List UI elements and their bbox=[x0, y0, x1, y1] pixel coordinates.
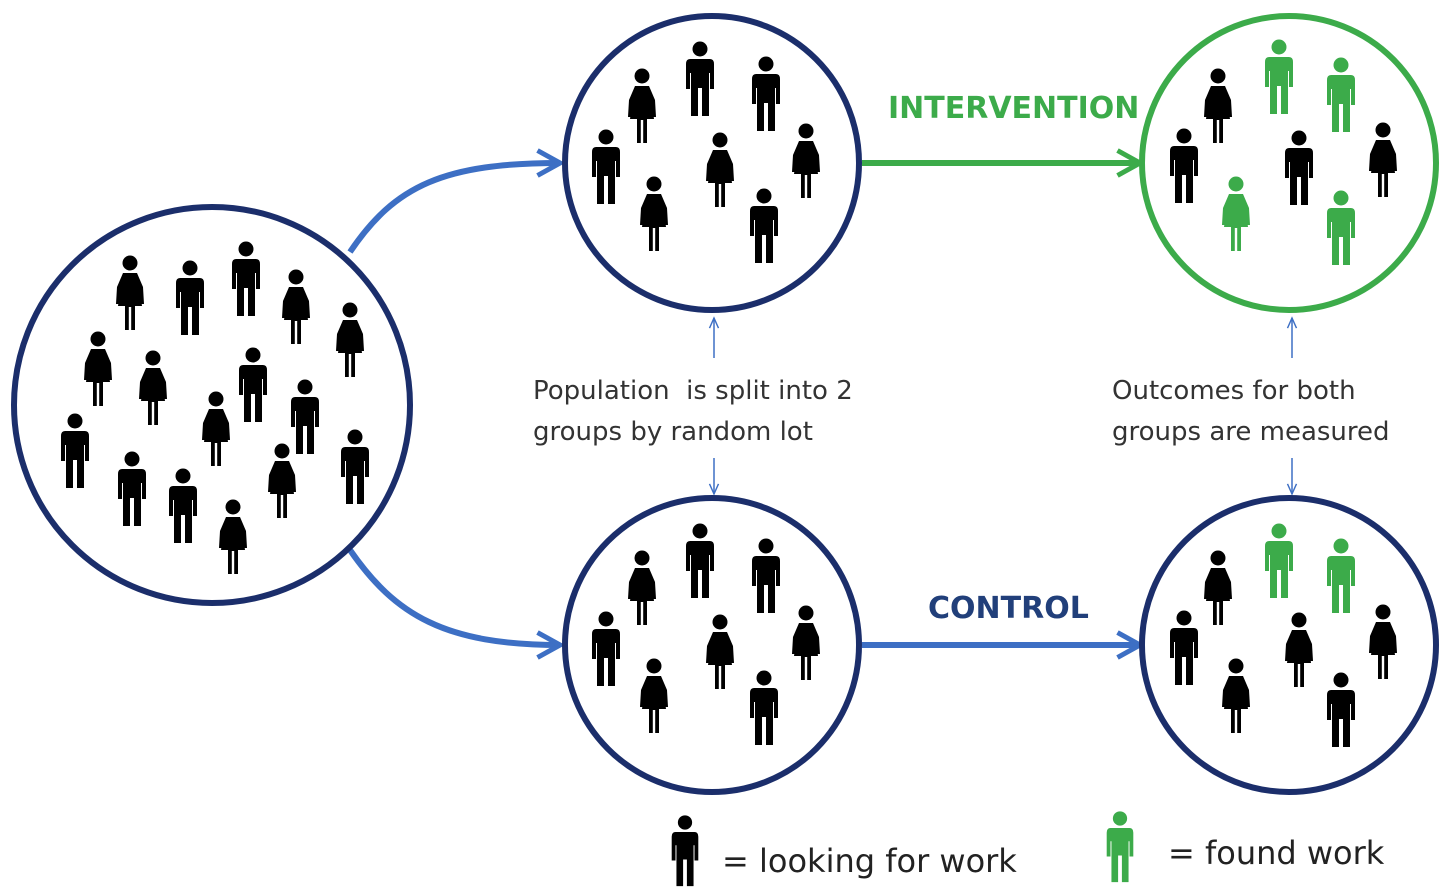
person-looking-icon bbox=[268, 443, 296, 518]
person-looking-icon bbox=[1204, 68, 1232, 143]
person-looking-icon bbox=[1222, 658, 1250, 733]
outcome-note-line-2: groups are measured bbox=[1112, 417, 1390, 447]
person-looking-icon bbox=[1170, 128, 1198, 203]
legend-person-looking bbox=[671, 815, 699, 887]
person-looking-icon bbox=[706, 132, 734, 207]
person-looking-icon bbox=[792, 123, 820, 198]
person-found-icon bbox=[1265, 523, 1293, 598]
person-looking-icon bbox=[219, 499, 247, 574]
person-looking-icon bbox=[116, 255, 144, 330]
split-note-line-2: groups by random lot bbox=[533, 417, 813, 447]
person-looking-icon bbox=[1170, 610, 1198, 685]
person-looking-icon bbox=[1285, 130, 1313, 205]
person-looking-icon bbox=[628, 550, 656, 625]
person-looking-icon bbox=[792, 605, 820, 680]
person-found-icon bbox=[1327, 190, 1355, 265]
person-looking-icon bbox=[336, 302, 364, 377]
person-looking-icon bbox=[671, 815, 699, 887]
person-looking-icon bbox=[169, 468, 197, 543]
person-looking-icon bbox=[232, 241, 260, 316]
person-looking-icon bbox=[341, 429, 369, 504]
person-found-icon bbox=[1327, 538, 1355, 613]
person-looking-icon bbox=[706, 614, 734, 689]
person-looking-icon bbox=[176, 260, 204, 335]
person-looking-icon bbox=[118, 451, 146, 526]
person-looking-icon bbox=[139, 350, 167, 425]
intervention-label: INTERVENTION bbox=[888, 91, 1139, 126]
person-looking-icon bbox=[750, 188, 778, 263]
legend-looking-label: = looking for work bbox=[722, 842, 1017, 880]
person-looking-icon bbox=[592, 611, 620, 686]
person-looking-icon bbox=[640, 658, 668, 733]
intervention-after-people bbox=[1170, 39, 1397, 265]
person-looking-icon bbox=[61, 413, 89, 488]
split-arrow-top bbox=[347, 163, 560, 254]
person-looking-icon bbox=[686, 523, 714, 598]
person-looking-icon bbox=[84, 331, 112, 406]
outcome-note-line-1: Outcomes for both bbox=[1112, 376, 1356, 406]
person-found-icon bbox=[1265, 39, 1293, 114]
split-note-line-1: Population is split into 2 bbox=[533, 376, 853, 406]
person-looking-icon bbox=[202, 391, 230, 466]
legend-person-found bbox=[1106, 811, 1134, 883]
person-looking-icon bbox=[239, 347, 267, 422]
person-looking-icon bbox=[282, 269, 310, 344]
person-looking-icon bbox=[1204, 550, 1232, 625]
person-looking-icon bbox=[752, 538, 780, 613]
person-looking-icon bbox=[1369, 604, 1397, 679]
person-looking-icon bbox=[291, 379, 319, 454]
person-found-icon bbox=[1222, 176, 1250, 251]
person-looking-icon bbox=[750, 670, 778, 745]
person-found-icon bbox=[1327, 57, 1355, 132]
person-looking-icon bbox=[640, 176, 668, 251]
control-before-people bbox=[592, 523, 820, 745]
control-label: CONTROL bbox=[928, 591, 1089, 626]
population-people bbox=[59, 241, 369, 574]
person-looking-icon bbox=[752, 56, 780, 131]
legend-found-label: = found work bbox=[1168, 834, 1385, 872]
person-looking-icon bbox=[686, 41, 714, 116]
person-looking-icon bbox=[628, 68, 656, 143]
person-looking-icon bbox=[1369, 122, 1397, 197]
person-looking-icon bbox=[1327, 672, 1355, 747]
split-arrow-bottom bbox=[347, 548, 560, 645]
intervention-before-people bbox=[592, 41, 820, 263]
person-found-icon bbox=[1106, 811, 1134, 883]
control-after-people bbox=[1170, 523, 1397, 747]
person-looking-icon bbox=[1285, 612, 1313, 687]
person-looking-icon bbox=[592, 129, 620, 204]
